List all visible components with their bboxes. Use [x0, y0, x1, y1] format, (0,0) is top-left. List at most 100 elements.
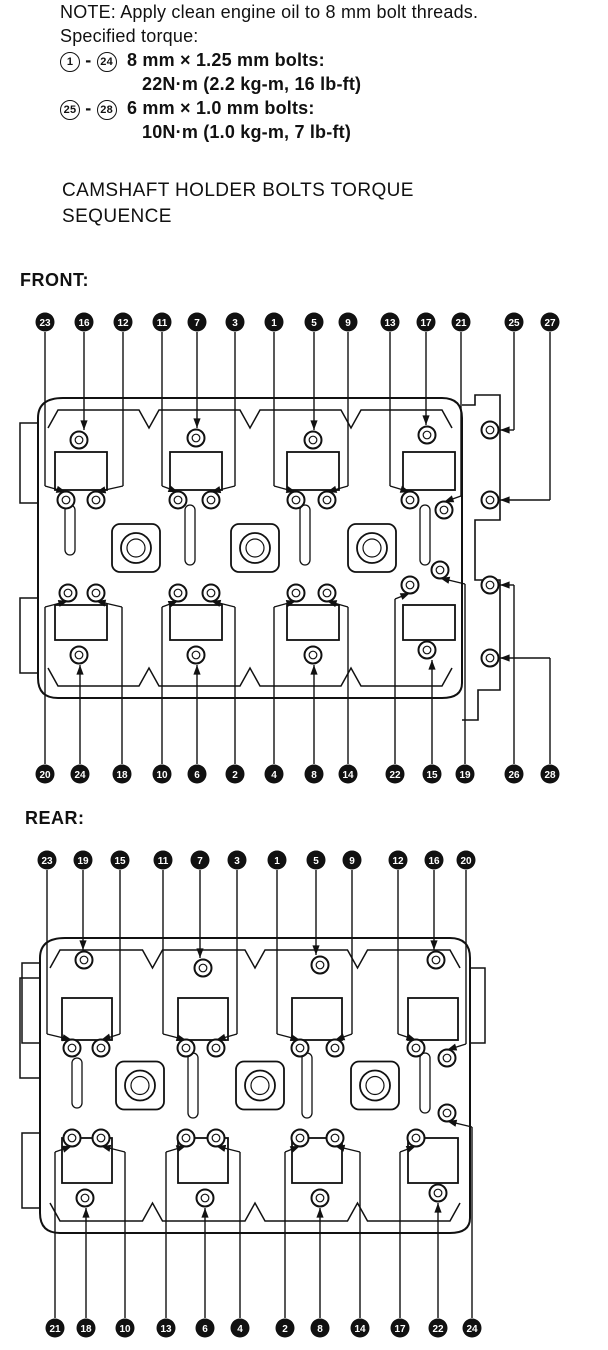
sequence-badge [304, 764, 324, 784]
oil-passage-slot [71, 1057, 83, 1109]
sequence-number: 2 [282, 1324, 288, 1335]
camshaft-holder-cap [402, 451, 456, 491]
sequence-badge [416, 312, 436, 332]
sequence-number: 20 [460, 856, 472, 867]
sequence-number: 19 [77, 856, 89, 867]
arrow-head [175, 1034, 186, 1042]
bolt-center [330, 1043, 340, 1053]
range-separator: - [85, 50, 92, 70]
camshaft-holder-cap [286, 451, 340, 491]
spark-plug-boss [235, 1060, 285, 1111]
sequence-badge [306, 850, 326, 870]
arrow-head [61, 1034, 72, 1042]
sequence-badge [230, 1318, 250, 1338]
sequence-badge [338, 312, 358, 332]
note-group2-torque-line: 10N·m (1.0 kg-m, 7 lb-ft) [60, 120, 605, 144]
bolt-head [186, 428, 206, 448]
bolt-head [86, 583, 106, 603]
sequence-badge [187, 312, 207, 332]
exhaust-flange [462, 394, 501, 721]
bolt-head [286, 490, 306, 510]
sequence-badge [275, 1318, 295, 1338]
sequence-badge [424, 850, 444, 870]
arrow-head [167, 601, 178, 608]
arrow-head [399, 485, 410, 493]
bolt-center [308, 435, 318, 445]
bolt-center [485, 495, 495, 505]
sequence-badge [540, 312, 560, 332]
sequence-number: 18 [116, 770, 128, 781]
bolt-center [61, 495, 71, 505]
sequence-badge [156, 1318, 176, 1338]
bolt-center [79, 955, 89, 965]
sequence-number: 21 [49, 1324, 61, 1335]
sequence-number: 9 [345, 318, 351, 329]
sequence-badge [227, 850, 247, 870]
spark-plug-hole [244, 1069, 276, 1102]
arrow-head [500, 654, 510, 662]
oil-passage-slot [301, 1052, 313, 1119]
arrow-head [289, 1034, 300, 1042]
camshaft-holder-cap [169, 451, 223, 491]
spark-plug-boss [350, 1060, 400, 1111]
arrow-head [82, 1208, 90, 1218]
rear-left-flange [19, 977, 41, 1079]
sequence-badge [187, 764, 207, 784]
spark-plug-hole-inner [126, 538, 146, 558]
bolt-head [201, 583, 221, 603]
arrow-head [500, 426, 510, 434]
arrow-head [335, 1033, 346, 1041]
bolt-head [75, 1188, 95, 1208]
bolt-head [290, 1128, 310, 1148]
arrow-head [316, 1208, 324, 1218]
bolt-head [303, 430, 323, 450]
sequence-badge [76, 1318, 96, 1338]
sequence-badge [35, 312, 55, 332]
spark-plug-boss [115, 1060, 165, 1111]
arrow-head [500, 496, 510, 504]
arrow-head [335, 1144, 346, 1152]
arrow-head [96, 486, 107, 494]
bolt-head [176, 1128, 196, 1148]
bolt-center [315, 960, 325, 970]
sequence-badge [422, 764, 442, 784]
arrow-head [430, 940, 438, 950]
bolt-head [317, 583, 337, 603]
arrow-head [428, 660, 436, 670]
sequence-number: 3 [234, 856, 240, 867]
head-left-flange [19, 422, 39, 504]
arrow-head [201, 1208, 209, 1218]
rear-label: REAR: [25, 808, 85, 828]
oil-passage-slot [184, 504, 196, 566]
head-left-flange [19, 597, 39, 674]
sequence-badge [504, 764, 524, 784]
sequence-badge [110, 850, 130, 870]
note-group2-spec-line: 25 - 28 6 mm × 1.0 mm bolts: [60, 96, 605, 120]
range-separator: - [85, 98, 92, 118]
bolt-center [485, 653, 495, 663]
bolt-center [206, 495, 216, 505]
bolt-center [96, 1043, 106, 1053]
bolt-center [433, 1188, 443, 1198]
arrow-head [327, 485, 338, 493]
bolt-head [62, 1128, 82, 1148]
bolt-head [69, 645, 89, 665]
oil-passage-slot [419, 1052, 431, 1114]
range-end-marker: 24 [96, 52, 117, 72]
bolt-head [417, 640, 437, 660]
spark-plug-boss [111, 523, 161, 573]
sequence-badge [74, 312, 94, 332]
spark-plug-hole [239, 532, 271, 564]
bolt-center [442, 1108, 452, 1118]
bolt-center [80, 1193, 90, 1203]
head-inner-edge [49, 949, 461, 970]
spark-plug-hole-inner [365, 1075, 385, 1096]
bolt-head [310, 1188, 330, 1208]
sequence-badge [342, 850, 362, 870]
sequence-number: 26 [508, 770, 520, 781]
bolt-center [173, 495, 183, 505]
bolt-head [74, 950, 94, 970]
bolt-head [91, 1038, 111, 1058]
